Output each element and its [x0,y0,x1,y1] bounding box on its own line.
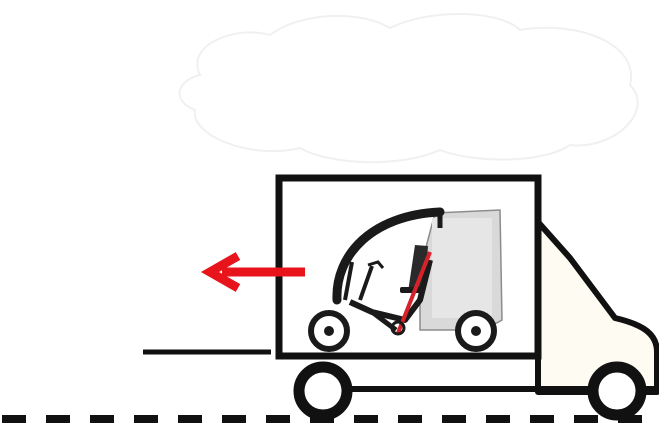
road-dashed-line [2,415,642,423]
road-dash [574,415,598,423]
road-dash [178,415,202,423]
road-dash [2,415,26,423]
truck-cab [538,180,657,392]
road-dash [486,415,510,423]
road-dash [354,415,378,423]
road-dash [134,415,158,423]
road-dash [222,415,246,423]
cloud-shape [180,14,638,162]
road-dash [618,415,642,423]
road-dash [266,415,290,423]
truck-rear-wheel [299,367,347,415]
road-dash [310,415,334,423]
road-dash [46,415,70,423]
road-dash [442,415,466,423]
road-dash [530,415,554,423]
road-dash [90,415,114,423]
truck-front-wheel [593,367,641,415]
road-dash [398,415,422,423]
